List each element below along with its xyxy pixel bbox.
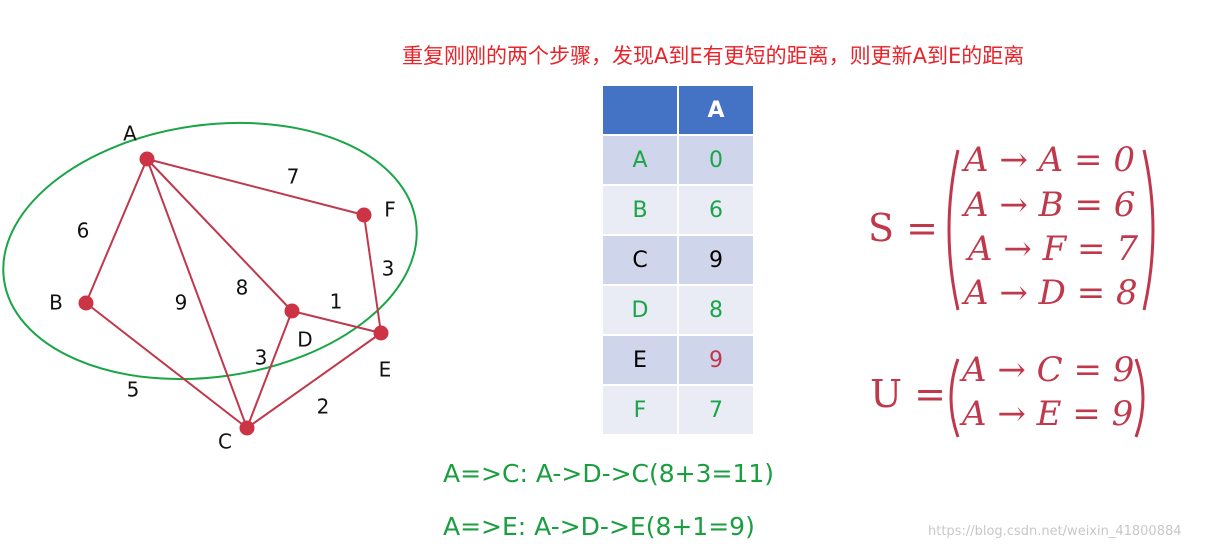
node-label-f: F [384,198,396,222]
edge-a-d [146,158,293,312]
set-u-row: A → E = 9 [962,394,1134,434]
table-header-row: A [601,84,755,136]
table-cell-node: A [601,134,679,186]
node-label-b: B [49,291,63,315]
table-cell-node: D [601,284,679,336]
edge-weight-label: 6 [77,219,90,243]
set-s-row: A → A = 0 [964,140,1135,180]
table-header-corner [601,84,679,136]
set-s-row: A → D = 8 [964,273,1138,313]
set-u-row: A → C = 9 [962,350,1135,390]
node-a [139,151,155,167]
edge-weight-label: 3 [382,257,395,281]
caption-text: 重复刚刚的两个步骤，发现A到E有更短的距离，则更新A到E的距离 [402,44,1025,68]
set-s-right-paren [1142,149,1155,311]
table-cell-node: B [601,184,679,236]
set-u-equation: U = A → C = 9 A → E = 9 [870,350,1170,440]
set-u-label: U = [870,372,946,416]
edge-weight-label: 3 [255,346,268,370]
node-label-c: C [218,430,232,454]
edge-a-c [146,158,248,429]
set-s-left-paren [947,149,960,311]
node-b [78,295,94,311]
table-cell-node: E [601,334,679,386]
node-f [356,207,372,223]
edge-c-e [246,332,382,429]
edge-f-e [363,214,382,334]
edge-d-e [291,310,382,334]
node-d [284,303,300,319]
node-c [239,420,255,436]
set-s-row: A → F = 7 [968,229,1138,269]
edge-weight-label: 7 [287,165,300,189]
watermark-text: https://blog.csdn.net/weixin_41800884 [928,524,1182,539]
edge-b-c [85,302,248,429]
table-cell-distance: 8 [677,284,755,336]
edge-weight-label: 9 [175,291,188,315]
path-a-to-c: A=>C: A->D->C(8+3=11) [443,459,775,488]
table-cell-distance: 0 [677,134,755,186]
set-u-left-paren [949,358,960,438]
edge-weight-label: 2 [317,395,330,419]
edge-weight-label: 8 [236,276,249,300]
node-label-d: D [297,328,312,352]
table-header-source: A [677,84,755,136]
node-e [373,325,389,341]
set-s-label: S = [868,206,938,250]
table-cell-distance: 9 [677,234,755,286]
path-a-to-e: A=>E: A->D->E(8+1=9) [443,512,755,541]
table-cell-node: C [601,234,679,286]
node-label-a: A [123,122,137,146]
edge-weight-label: 1 [330,290,343,314]
edge-a-f [146,158,365,216]
table-cell-distance: 6 [677,184,755,236]
table-cell-distance: 9 [677,334,755,386]
table-cell-node: F [601,384,679,436]
edge-a-b [85,158,148,304]
edge-d-c [246,310,293,429]
set-s-equation: S = A → A = 0 A → B = 6 A → F = 7 A → D … [868,140,1168,320]
node-label-e: E [379,358,392,382]
edge-weight-label: 5 [127,378,140,402]
set-s-row: A → B = 6 [964,185,1136,225]
set-u-right-paren [1134,358,1145,438]
graph-diagram: 7 6 9 8 3 1 3 5 2 A B C D E F [2,122,418,454]
table-cell-distance: 7 [677,384,755,436]
